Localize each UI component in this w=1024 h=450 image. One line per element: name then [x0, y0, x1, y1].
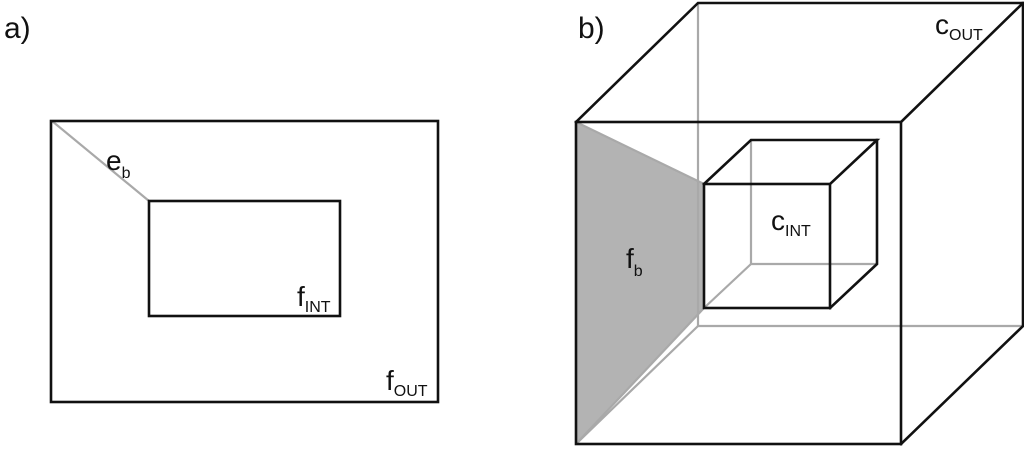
- panel-b-label: b): [578, 12, 605, 45]
- outer-cube-visible-edges: [574, 1, 1024, 446]
- inner-face-label: fINT: [297, 281, 331, 316]
- outer-cell-label: cOUT: [935, 9, 983, 44]
- panel-b: b) cOU: [574, 1, 1024, 446]
- inner-cube-visible-edges: [702, 138, 881, 310]
- inner-cube-hidden-edges: [703, 140, 877, 309]
- boundary-face-label: fb: [626, 243, 643, 280]
- edge-eb-label: eb: [106, 145, 131, 182]
- panel-a: a) eb fINT fOUT: [4, 12, 440, 404]
- inner-face-rect: [147, 199, 342, 318]
- outer-cube-hidden-edges: [575, 3, 1024, 445]
- inner-cell-label: cINT: [771, 205, 811, 240]
- boundary-face-edges: [575, 121, 705, 445]
- outer-face-label: fOUT: [386, 365, 428, 400]
- outer-face-rect: [49, 119, 440, 404]
- panel-a-label: a): [4, 12, 31, 45]
- boundary-face-shade: [576, 122, 704, 444]
- edge-eb-line: [51, 120, 150, 202]
